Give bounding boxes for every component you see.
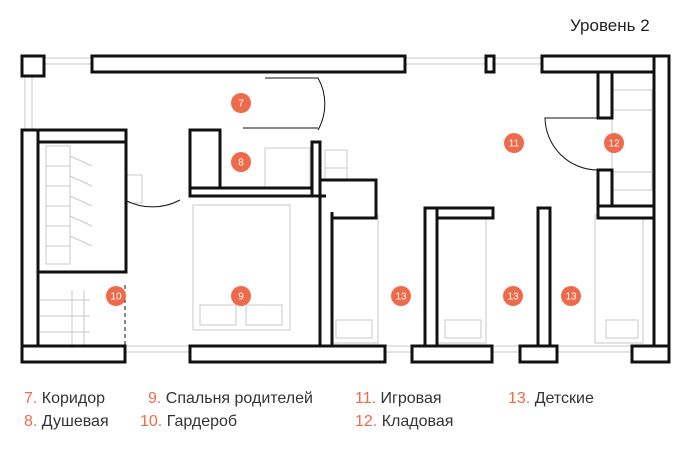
room-badge-8: 8 — [231, 152, 251, 172]
legend-label: Гардероб — [166, 413, 238, 430]
room-badge-7: 7 — [231, 93, 251, 113]
floor-plan: 7 8 9 10 11 12 13 13 13 — [20, 54, 671, 364]
legend-label: Спальня родителей — [165, 390, 313, 407]
legend-item-11: 11. Игровая — [355, 390, 442, 408]
room-badge-11: 11 — [504, 133, 524, 153]
legend-num: 11. — [355, 390, 377, 407]
room-badge-number: 12 — [608, 139, 620, 150]
legend-item-13: 13. Детские — [508, 390, 594, 408]
room-badge-circle — [231, 286, 251, 306]
legend-label: Душевая — [41, 413, 109, 430]
legend-label: Детские — [534, 390, 594, 407]
room-badge-circle — [504, 133, 524, 153]
legend-item-12: 12. Кладовая — [355, 413, 453, 431]
legend-num: 12. — [355, 413, 378, 430]
legend-item-7: 7. Коридор — [24, 390, 105, 408]
room-badge-9: 9 — [231, 286, 251, 306]
room-badge-circle — [503, 286, 523, 306]
legend-label: Кладовая — [381, 413, 454, 430]
room-badge-circle — [231, 93, 251, 113]
room-badge-circle — [391, 286, 411, 306]
room-badge-number: 11 — [509, 139, 520, 150]
room-badge-circle — [231, 152, 251, 172]
room-badge-circle — [561, 286, 581, 306]
legend-num: 10. — [140, 413, 163, 430]
room-badge-number: 13 — [565, 292, 577, 303]
room-badge-13a: 13 — [391, 286, 411, 306]
legend-label: Игровая — [380, 390, 442, 407]
room-badge-number: 9 — [238, 292, 244, 303]
room-badge-number: 13 — [507, 292, 519, 303]
legend-item-8: 8. Душевая — [24, 413, 109, 431]
level-title: Уровень 2 — [570, 16, 650, 35]
room-badge-circle — [106, 286, 126, 306]
room-badge-number: 7 — [238, 99, 244, 110]
legend-item-10: 10. Гардероб — [140, 413, 237, 431]
room-badge-12: 12 — [604, 133, 624, 153]
room-badge-number: 10 — [110, 292, 122, 303]
room-badge-10: 10 — [106, 286, 126, 306]
legend-label: Коридор — [41, 390, 105, 407]
room-badge-13c: 13 — [561, 286, 581, 306]
room-badge-circle — [604, 133, 624, 153]
room-badge-number: 8 — [238, 158, 244, 169]
legend-num: 13. — [508, 390, 531, 407]
legend-item-9: 9. Спальня родителей — [148, 390, 313, 408]
legend-num: 9. — [148, 390, 162, 407]
room-badge-number: 13 — [395, 292, 407, 303]
legend-num: 7. — [24, 390, 38, 407]
room-badge-13b: 13 — [503, 286, 523, 306]
legend-num: 8. — [24, 413, 38, 430]
